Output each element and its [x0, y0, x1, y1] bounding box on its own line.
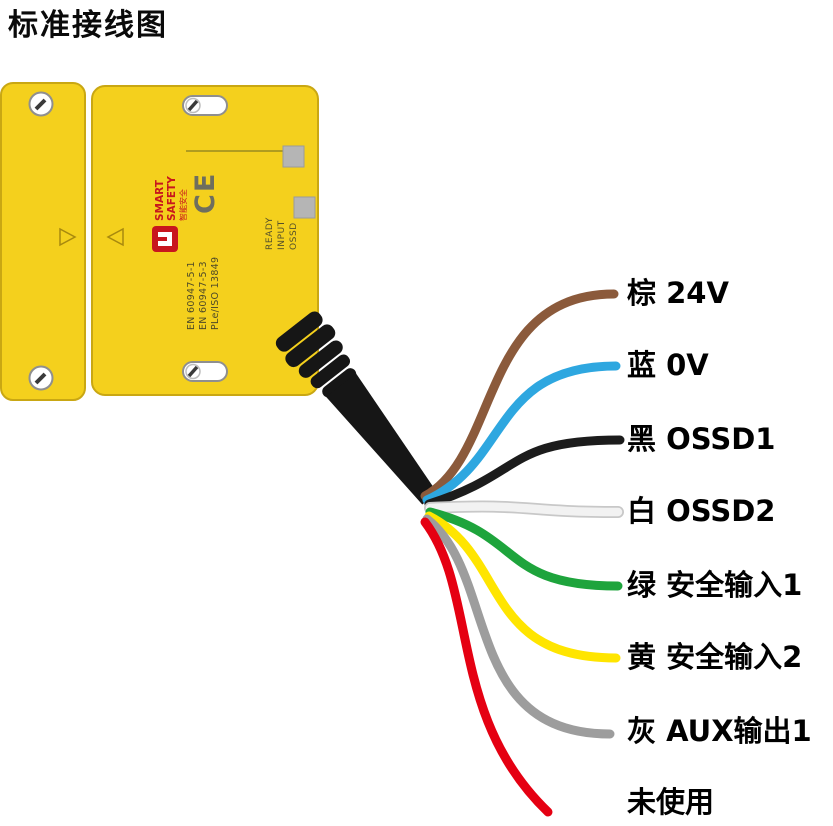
svg-text:READY: READY	[265, 217, 275, 250]
brand-logo: SMART SAFETY 智能安全	[152, 176, 188, 252]
cable-sleeve	[326, 373, 438, 505]
wire-label-green: 绿 安全输入1	[627, 568, 803, 602]
wire-label-red: 未使用	[627, 785, 715, 819]
wire-gray	[422, 514, 615, 739]
cable-boot	[275, 311, 438, 505]
brand-tagline: 智能安全	[178, 189, 188, 221]
ce-mark: CE	[190, 172, 221, 214]
cable-rib	[275, 311, 323, 352]
mounting-hole	[28, 365, 54, 391]
svg-text:OSSD: OSSD	[289, 222, 299, 250]
wire-label-yellow: 黄 安全输入2	[627, 640, 803, 674]
led-window-icon	[282, 145, 305, 168]
wire-label-blue: 蓝 0V	[627, 348, 709, 382]
wire-blue	[422, 361, 621, 505]
ce-mark-text: CE	[190, 172, 221, 214]
wire-green	[425, 507, 623, 591]
alignment-arrow-icon	[59, 227, 77, 247]
wire-yellow	[424, 511, 621, 663]
actuator-body	[0, 82, 86, 401]
wire-fanout	[420, 289, 625, 817]
cable-rib	[298, 340, 343, 378]
cable-rib	[310, 354, 351, 389]
wire-label-white: 白 OSSD2	[627, 494, 776, 528]
sensor-block: SMART SAFETY 智能安全 CE EN 60947-5-1 EN 609…	[91, 85, 319, 396]
wire-brown	[420, 289, 619, 501]
brand-name-line2: SAFETY	[166, 176, 178, 221]
wire-label-gray: 灰 AUX输出1	[627, 714, 812, 748]
alignment-arrow-icon	[106, 227, 124, 247]
wire-label-black: 黑 OSSD1	[627, 422, 776, 456]
brand-logo-mark-icon	[152, 226, 178, 252]
mounting-slot	[182, 95, 228, 116]
cable-rib	[322, 368, 357, 398]
certification-line: EN 60947-5-1	[186, 261, 197, 330]
brand-logo-glyph-icon	[158, 232, 172, 246]
wire-red	[420, 517, 553, 817]
certification-text: EN 60947-5-1 EN 60947-5-3 PLe/ISO 13849	[186, 257, 221, 330]
led-window-icon	[293, 196, 316, 219]
certification-line: PLe/ISO 13849	[210, 257, 221, 330]
indicator-label-input: INPUT	[277, 220, 287, 250]
indicator-label-ossd: OSSD	[289, 222, 299, 250]
cable-rib	[285, 324, 336, 368]
certification-line: EN 60947-5-3	[198, 261, 209, 330]
wire-label-brown: 棕 24V	[627, 276, 729, 310]
wire-white	[425, 502, 623, 517]
svg-text:INPUT: INPUT	[277, 220, 287, 250]
indicator-label-ready: READY	[265, 217, 275, 250]
mounting-slot	[182, 361, 228, 382]
brand-name-line1: SMART	[154, 179, 166, 221]
wire-black	[424, 435, 625, 509]
actuator-block	[0, 82, 86, 401]
mounting-hole	[28, 91, 54, 117]
diagram-title: 标准接线图	[8, 8, 168, 43]
sensor-body	[91, 85, 319, 396]
